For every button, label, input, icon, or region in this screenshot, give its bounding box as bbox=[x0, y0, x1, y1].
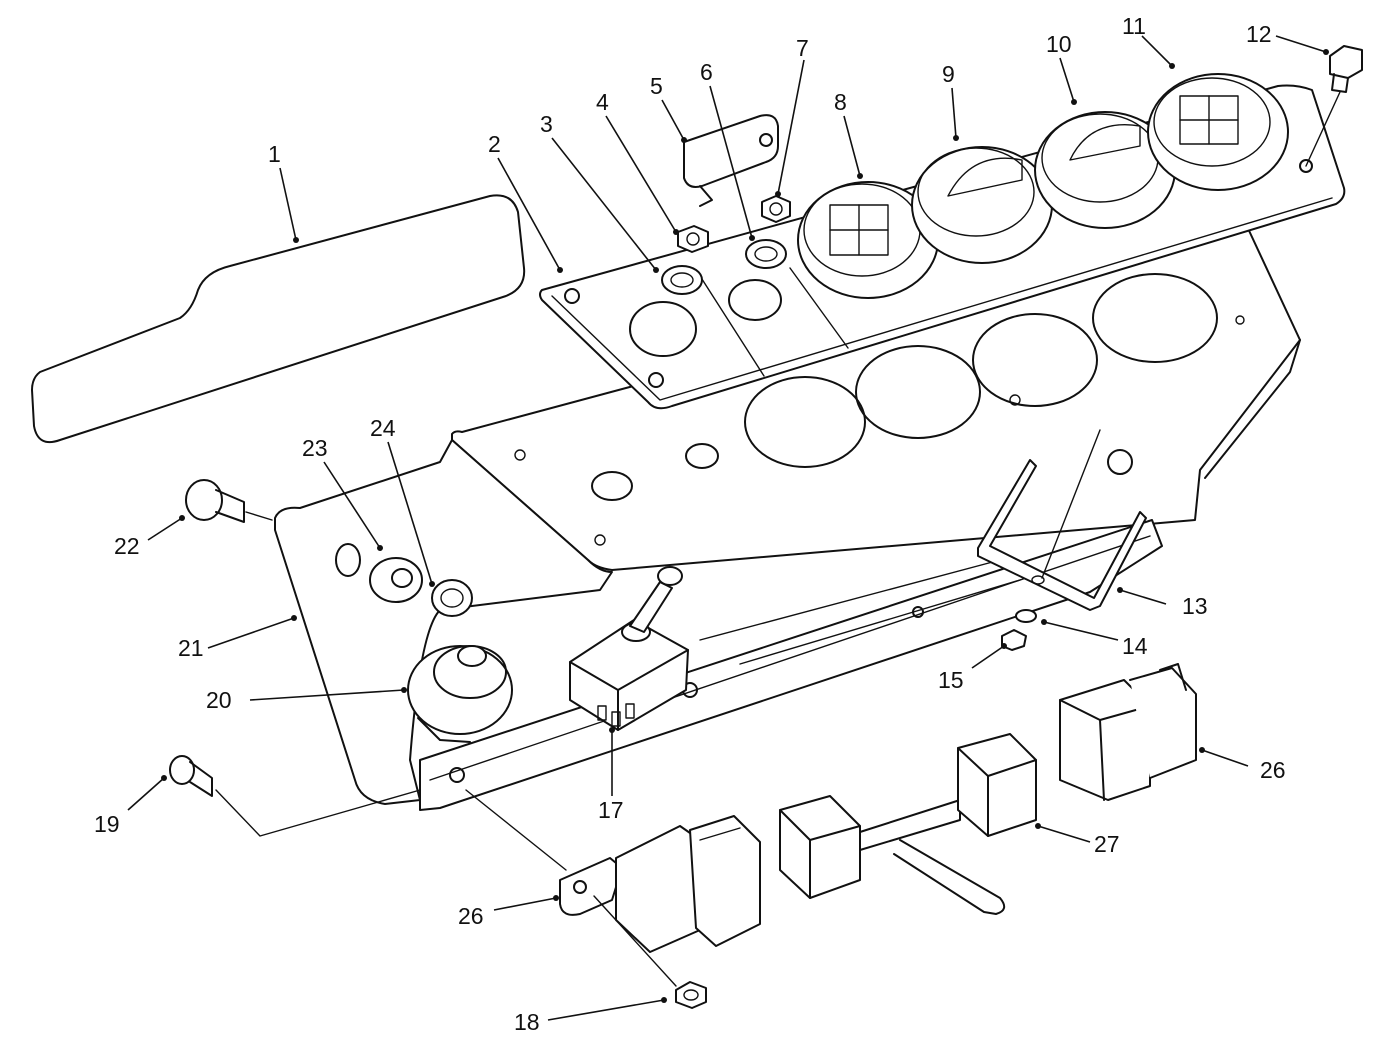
callout-6: 6 bbox=[700, 59, 713, 85]
callout-21: 21 bbox=[178, 635, 204, 661]
callout-7: 7 bbox=[796, 35, 809, 61]
part-washer-23 bbox=[369, 557, 423, 603]
leader-lines bbox=[127, 35, 1329, 1021]
part-nut-4 bbox=[677, 225, 709, 253]
callout-14: 14 bbox=[1122, 633, 1148, 659]
callout-19: 19 bbox=[94, 811, 120, 837]
part-key bbox=[683, 114, 779, 207]
part-nut-7 bbox=[761, 195, 791, 223]
callout-26-lower: 26 bbox=[458, 903, 484, 929]
part-bracket-13 bbox=[977, 429, 1147, 611]
callout-15: 15 bbox=[938, 667, 964, 693]
gauge-9 bbox=[911, 146, 1053, 264]
part-lockwasher-6 bbox=[745, 239, 787, 269]
part-screw-19 bbox=[169, 755, 421, 837]
callout-18: 18 bbox=[514, 1009, 540, 1035]
callout-24: 24 bbox=[370, 415, 396, 441]
callout-17: 17 bbox=[598, 797, 624, 823]
part-toggle-switch bbox=[569, 566, 689, 731]
callout-23: 23 bbox=[302, 435, 328, 461]
gauge-11 bbox=[1147, 73, 1289, 191]
part-decal bbox=[31, 194, 526, 444]
callout-3: 3 bbox=[540, 111, 553, 137]
callout-labels: 1 2 3 4 5 6 7 8 9 10 11 12 13 14 15 17 1… bbox=[94, 13, 1286, 1035]
gauge-10 bbox=[1034, 111, 1176, 229]
callout-2: 2 bbox=[488, 131, 501, 157]
callout-9: 9 bbox=[942, 61, 955, 87]
part-relay-center bbox=[779, 733, 1037, 915]
part-lockwasher-24 bbox=[431, 579, 473, 617]
callout-10: 10 bbox=[1046, 31, 1072, 57]
callout-11: 11 bbox=[1122, 13, 1146, 39]
gauge-8 bbox=[797, 181, 939, 299]
callout-12: 12 bbox=[1246, 21, 1272, 47]
callout-26-right: 26 bbox=[1260, 757, 1286, 783]
part-screw-12 bbox=[1305, 45, 1363, 167]
callout-22: 22 bbox=[114, 533, 140, 559]
part-nut-18 bbox=[593, 895, 707, 1009]
callout-20: 20 bbox=[206, 687, 232, 713]
part-housing bbox=[274, 221, 1301, 811]
part-washer-14 bbox=[1015, 609, 1037, 623]
part-bolt-22 bbox=[185, 479, 273, 523]
callout-4: 4 bbox=[596, 89, 609, 115]
callout-5: 5 bbox=[650, 73, 663, 99]
callout-8: 8 bbox=[834, 89, 847, 115]
callout-13: 13 bbox=[1182, 593, 1208, 619]
part-lockwasher-3 bbox=[661, 265, 703, 295]
part-rotary-switch bbox=[407, 645, 513, 743]
callout-1: 1 bbox=[268, 141, 281, 167]
part-relay-right bbox=[1059, 663, 1197, 801]
part-relay-lower bbox=[465, 789, 761, 953]
callout-27: 27 bbox=[1094, 831, 1120, 857]
